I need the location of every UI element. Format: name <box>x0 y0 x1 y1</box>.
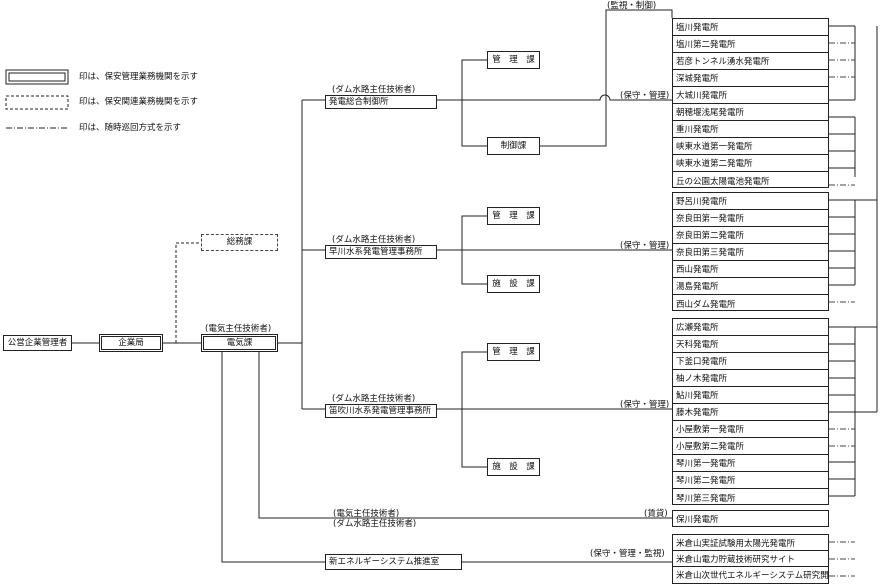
bureau-box: 企業局 <box>99 334 163 352</box>
station-row: 米倉山次世代エネルギーシステム研究開発ビレッジ <box>676 571 828 581</box>
station-row: 柚ノ木発電所 <box>673 370 828 387</box>
station-row: 奈良田第三発電所 <box>673 244 828 261</box>
station-row: 広瀬発電所 <box>673 319 828 336</box>
relation-monitor-control: (監視・制御) <box>607 1 657 11</box>
station-row: 奈良田第一発電所 <box>673 210 828 227</box>
station-row: 琴川第二発電所 <box>673 472 828 489</box>
office1-note: (ダム水路主任技術者) <box>332 85 416 95</box>
electric-division-box: 電気課 <box>201 334 278 352</box>
station-row: 米倉山実証試験用太陽光発電所 <box>673 535 828 551</box>
relation-maint-monitor: (保守・管理・監視) <box>590 549 665 559</box>
station-hoken: 保川発電所 <box>672 510 829 527</box>
relation-leased: (賃貸) <box>644 509 668 519</box>
station-row: 琴川第一発電所 <box>673 455 828 472</box>
legend-text-dashed: 印は、保安関連業務機関を示す <box>79 97 199 107</box>
manager-box: 公営企業管理者 <box>3 335 72 351</box>
office3-note: (ダム水路主任技術者) <box>332 394 416 404</box>
station-row: 米倉山電力貯蔵技術研究サイト <box>673 551 828 567</box>
station-row: 藤木発電所 <box>673 404 828 421</box>
station-row: 天科発電所 <box>673 336 828 353</box>
station-row: 小屋敷第一発電所 <box>673 421 828 438</box>
station-group-3: 広瀬発電所 天科発電所 下釜口発電所 柚ノ木発電所 鮎川発電所 藤木発電所 小屋… <box>672 318 829 505</box>
office-hatsuden-box: 発電総合制御所 <box>325 95 437 109</box>
office2-sub2-box: 施 設 課 <box>487 275 540 293</box>
station-row: 西山ダム発電所 <box>676 299 736 310</box>
station-row: 若彦トンネル湧水発電所 <box>673 53 828 70</box>
office2-sub1-box: 管 理 課 <box>487 207 540 225</box>
station-row: 丘の公園太陽電池発電所 <box>676 176 770 187</box>
office3-sub1-box: 管 理 課 <box>487 343 540 361</box>
station-row: 下釜口発電所 <box>673 353 828 370</box>
station-row: 保川発電所 <box>676 514 719 525</box>
station-group-2: 野呂川発電所 奈良田第一発電所 奈良田第二発電所 奈良田第三発電所 西山発電所 … <box>672 192 829 311</box>
station-row: 湯島発電所 <box>673 278 828 295</box>
station-group-1: 塩川発電所 塩川第二発電所 若彦トンネル湧水発電所 深城発電所 大城川発電所 朝… <box>672 18 829 188</box>
station-row: 塩川第二発電所 <box>673 36 828 53</box>
station-row: 重川発電所 <box>673 121 828 138</box>
station-row: 峡東水道第二発電所 <box>673 155 828 172</box>
station-row: 奈良田第二発電所 <box>673 227 828 244</box>
relation-maint-1: (保守・管理) <box>620 91 670 101</box>
station-row: 塩川発電所 <box>673 19 828 36</box>
station-group-5: 米倉山実証試験用太陽光発電所 米倉山電力貯蔵技術研究サイト 米倉山次世代エネルギ… <box>672 534 829 584</box>
station-row: 西山発電所 <box>673 261 828 278</box>
station-row: 朝穂堰浅尾発電所 <box>673 104 828 121</box>
new-energy-box: 新エネルギーシステム推進室 <box>325 554 462 570</box>
station-row: 野呂川発電所 <box>673 193 828 210</box>
office1-sub2-box: 制御課 <box>487 137 540 155</box>
office-fuefuki-box: 笛吹川水系発電管理事務所 <box>325 404 437 418</box>
hoken-note1: (電気主任技術者) <box>333 509 400 519</box>
station-row: 小屋敷第二発電所 <box>673 438 828 455</box>
relation-maint-2: (保守・管理) <box>620 241 670 251</box>
legend-text-dashdot: 印は、随時巡回方式を示す <box>79 123 182 133</box>
legend-text-double: 印は、保安管理業務機関を示す <box>79 72 199 82</box>
office-hayakawa-box: 早川水系発電管理事務所 <box>325 245 437 259</box>
office2-note: (ダム水路主任技術者) <box>332 235 416 245</box>
station-row: 琴川第三発電所 <box>676 493 736 504</box>
station-row: 鮎川発電所 <box>673 387 828 404</box>
station-row: 峡東水道第一発電所 <box>673 138 828 155</box>
electric-chief-note: (電気主任技術者) <box>205 324 272 334</box>
hoken-note2: (ダム水路主任技術者) <box>333 519 417 529</box>
general-affairs-box: 総務課 <box>201 234 278 251</box>
station-row: 深城発電所 <box>673 70 828 87</box>
relation-maint-3: (保守・管理) <box>620 400 670 410</box>
office3-sub2-box: 施 設 課 <box>487 458 540 476</box>
office1-sub1-box: 管 理 課 <box>487 51 540 69</box>
station-row: 大城川発電所 <box>673 87 828 104</box>
